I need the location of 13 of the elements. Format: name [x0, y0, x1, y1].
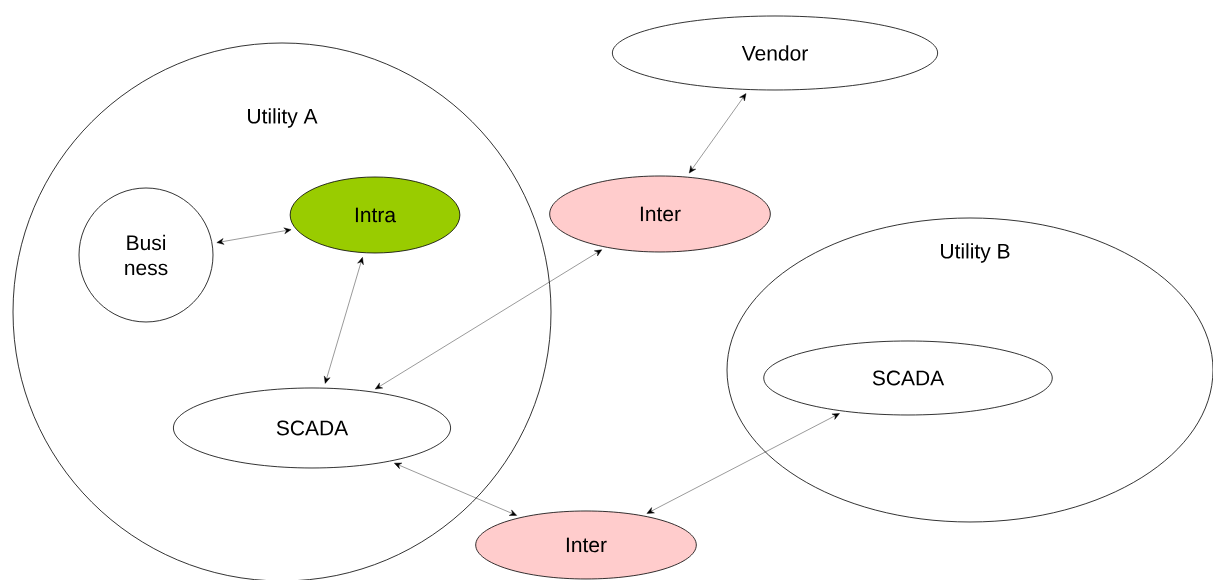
- arrow: [216, 227, 292, 245]
- ellipse-node: SCADA: [173, 387, 451, 469]
- ellipse-node: SCADA: [763, 340, 1053, 416]
- arrow: [689, 93, 747, 174]
- arrow: [394, 462, 517, 516]
- ellipse-node: Intra: [289, 176, 461, 254]
- ellipse-node: Vendor: [611, 15, 939, 91]
- circle-node: Busi ness: [78, 187, 214, 323]
- ellipse-node: Inter: [475, 510, 697, 580]
- arrow: [375, 249, 602, 390]
- ellipse-node: Inter: [549, 175, 771, 253]
- arrow: [646, 413, 840, 514]
- arrow: [324, 257, 364, 384]
